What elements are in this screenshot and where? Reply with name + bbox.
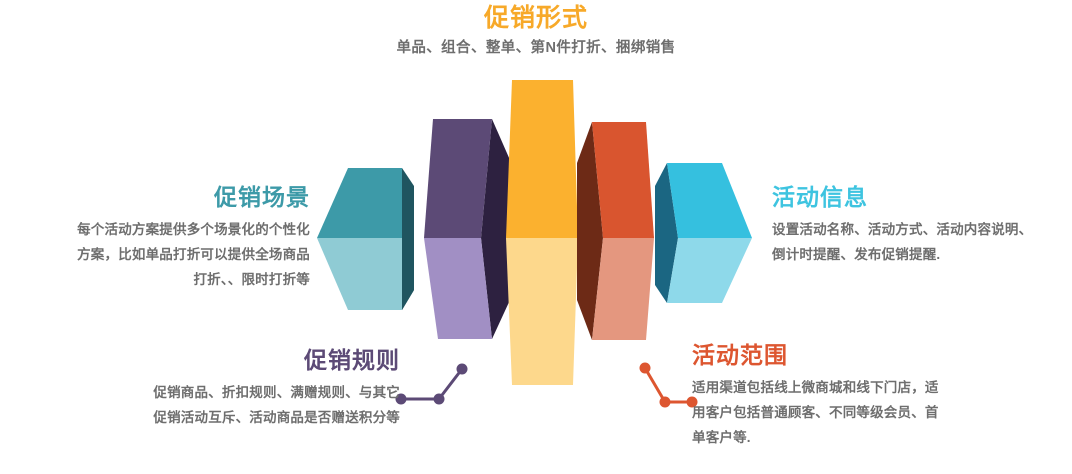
connector-promotion-rule: [395, 363, 468, 405]
body-line: 用客户包括普通顾客、不同等级会员、首: [692, 405, 939, 420]
connector-rule-line: [399, 367, 464, 401]
body-line: 适用渠道包括线上微商城和线下门店，适: [692, 380, 939, 395]
body-promotion-scene: 每个活动方案提供多个场景化的个性化 方案，比如单品打折可以提供全场商品 打折、、…: [14, 217, 310, 292]
body-line: 方案，比如单品打折可以提供全场商品: [77, 247, 310, 262]
connector-scope-dot-1: [639, 362, 651, 374]
heading-activity-scope: 活动范围: [692, 342, 788, 368]
bar-promotion-form: [506, 80, 578, 385]
bar-activity-info: [655, 163, 752, 303]
bar-2-bottom-face: [424, 238, 492, 339]
heading-promotion-scene: 促销场景: [214, 184, 310, 210]
page-subtitle: 单品、组合、整单、第N件打折、捆绑销售: [396, 40, 676, 56]
bar-4-top-face: [592, 122, 654, 238]
bar-2-top-face: [424, 119, 492, 238]
bar-5-top-face: [667, 163, 752, 238]
body-promotion-rule: 促销商品、折扣规则、满赠规则、与其它 促销活动互斥、活动商品是否赠送积分等: [100, 380, 400, 430]
connector-scope-line: [643, 366, 694, 404]
bar-5-side-face: [655, 163, 678, 303]
connector-scope-dot-2: [659, 396, 671, 408]
bar-3-bottom-face: [506, 238, 578, 385]
body-activity-info: 设置活动名称、活动方式、活动内容说明、 倒计时提醒、发布促销提醒.: [772, 217, 1064, 267]
block-promotion-scene: 促销场景 每个活动方案提供多个场景化的个性化 方案，比如单品打折可以提供全场商品…: [14, 182, 310, 292]
bar-1-top-face: [317, 168, 402, 238]
bar-2-side-face: [481, 119, 510, 339]
bar-1-bottom-face: [317, 238, 402, 310]
connector-activity-scope: [639, 362, 698, 408]
bar-4-side-face: [577, 122, 603, 340]
bar-promotion-scene: [317, 168, 414, 310]
body-activity-scope: 适用渠道包括线上微商城和线下门店，适 用客户包括普通顾客、不同等级会员、首 单客…: [692, 375, 997, 450]
bar-1-side-face: [402, 168, 414, 310]
heading-promotion-rule: 促销规则: [304, 347, 400, 373]
body-line: 打折、、限时打折等: [193, 272, 310, 287]
body-line: 每个活动方案提供多个场景化的个性化: [77, 222, 310, 237]
block-activity-info: 活动信息 设置活动名称、活动方式、活动内容说明、 倒计时提醒、发布促销提醒.: [772, 182, 1064, 267]
bar-activity-scope: [577, 122, 654, 340]
heading-activity-info: 活动信息: [772, 184, 868, 210]
bar-3-top-face: [506, 80, 578, 238]
body-line: 倒计时提醒、发布促销提醒.: [772, 247, 941, 262]
body-line: 设置活动名称、活动方式、活动内容说明、: [772, 222, 1033, 237]
bar-5-bottom-face: [667, 238, 752, 303]
bar-4-bottom-face: [592, 238, 654, 340]
block-promotion-rule: 促销规则 促销商品、折扣规则、满赠规则、与其它 促销活动互斥、活动商品是否赠送积…: [100, 345, 400, 430]
connector-rule-dot-3: [456, 363, 468, 375]
bar-promotion-rule: [424, 119, 510, 339]
body-line: 促销商品、折扣规则、满赠规则、与其它: [153, 385, 400, 400]
block-activity-scope: 活动范围 适用渠道包括线上微商城和线下门店，适 用客户包括普通顾客、不同等级会员…: [692, 340, 997, 450]
bar-1-side-face-lower: [402, 238, 414, 310]
connector-rule-dot-2: [433, 393, 445, 405]
body-line: 单客户等.: [692, 430, 751, 445]
page-title: 促销形式: [483, 4, 588, 32]
body-line: 促销活动互斥、活动商品是否赠送积分等: [153, 410, 400, 425]
